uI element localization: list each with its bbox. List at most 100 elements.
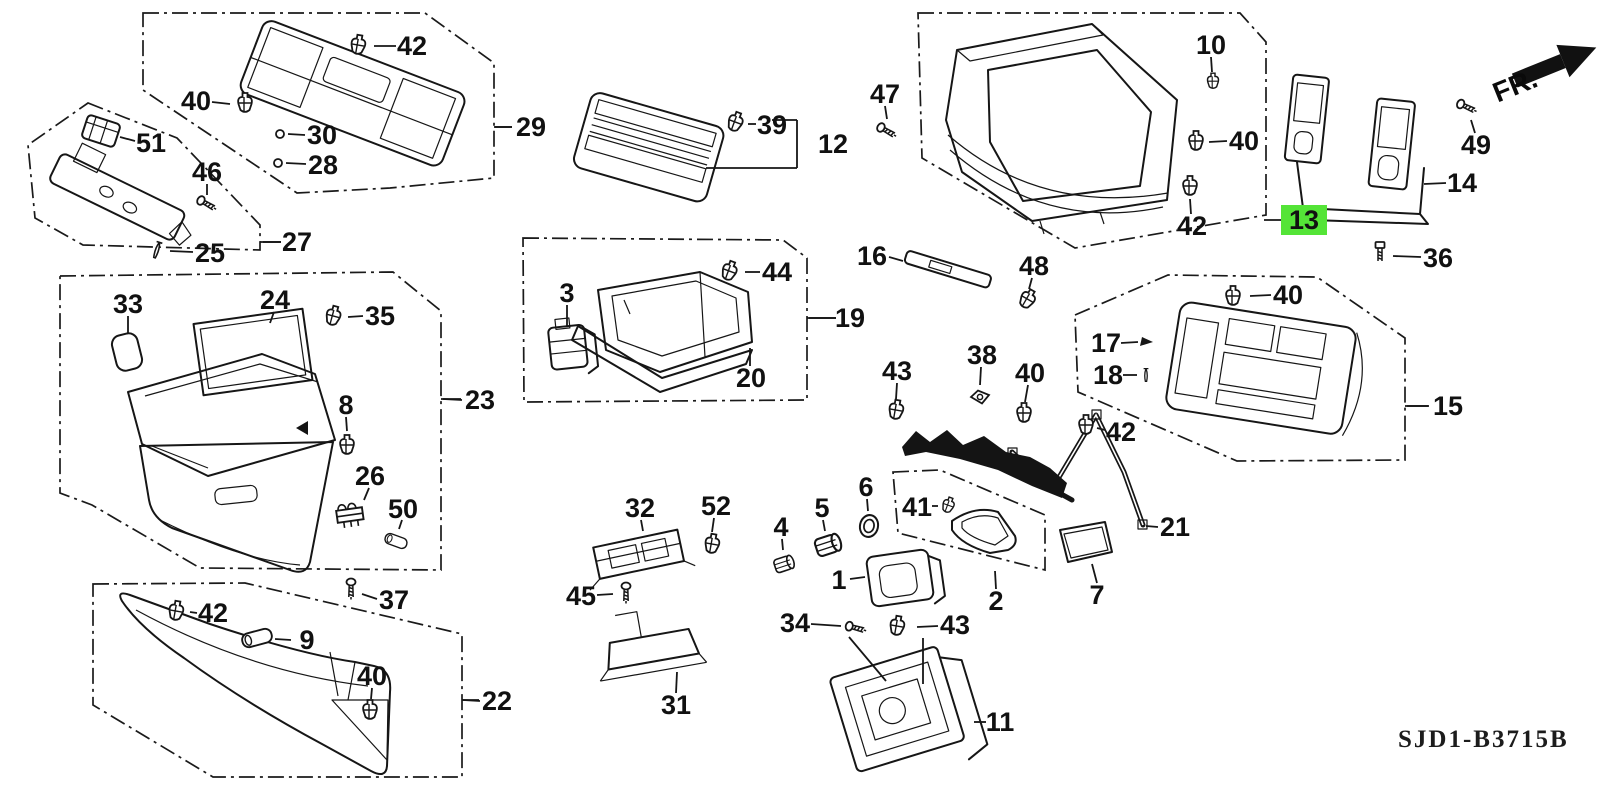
callout-39[interactable]: 39: [757, 110, 787, 140]
callout-16[interactable]: 16: [857, 241, 887, 271]
callout-6[interactable]: 6: [858, 472, 873, 502]
callout-11[interactable]: 11: [986, 707, 1015, 737]
callout-48[interactable]: 48: [1019, 251, 1049, 281]
callout-37[interactable]: 37: [379, 585, 409, 615]
callout-18[interactable]: 18: [1093, 360, 1123, 390]
callout-1[interactable]: 1: [831, 565, 846, 595]
sketch-bracket-27: [49, 142, 192, 246]
clip-icon-part-52: [702, 532, 722, 555]
screw-icon-part-37: [345, 577, 357, 601]
leader-line-7: [1091, 563, 1098, 584]
callout-40[interactable]: 40: [181, 86, 211, 116]
callout-42[interactable]: 42: [397, 31, 427, 61]
leader-line-40: [370, 687, 373, 700]
screw-icon-part-45: [620, 581, 632, 605]
callout-49[interactable]: 49: [1461, 130, 1491, 160]
leader-line-21: [1145, 525, 1159, 528]
screw-icon-part-47: [874, 120, 900, 142]
sketch-lighter-panel-1: [865, 548, 946, 608]
sketch-lower-cover-22: [119, 592, 392, 776]
leader-line-48: [1028, 277, 1033, 290]
callout-43[interactable]: 43: [882, 356, 912, 386]
callout-9[interactable]: 9: [299, 625, 314, 655]
callout-31[interactable]: 31: [661, 690, 691, 720]
screw-icon-part-34: [843, 620, 869, 636]
callout-29[interactable]: 29: [516, 112, 546, 142]
callout-21[interactable]: 21: [1160, 512, 1190, 542]
callout-19[interactable]: 19: [835, 303, 865, 333]
leader-line-40: [1249, 294, 1272, 297]
callout-3[interactable]: 3: [559, 278, 574, 308]
screw-icon-part-49: [1454, 97, 1480, 117]
callout-41[interactable]: 41: [902, 492, 932, 522]
callout-13[interactable]: 13: [1289, 205, 1319, 235]
callout-40[interactable]: 40: [1273, 280, 1303, 310]
leader-line-30: [287, 133, 306, 136]
leader-line-4: [781, 538, 784, 551]
callout-42[interactable]: 42: [1177, 211, 1207, 241]
leader-line-40: [211, 101, 231, 105]
callout-24[interactable]: 24: [260, 285, 290, 315]
callout-40[interactable]: 40: [357, 661, 387, 691]
leader-line-42: [1096, 427, 1106, 431]
callout-7[interactable]: 7: [1089, 580, 1104, 610]
callout-40[interactable]: 40: [1229, 126, 1259, 156]
sketch-vent-assembly-29: [239, 20, 466, 167]
callout-36[interactable]: 36: [1423, 243, 1453, 273]
callout-10[interactable]: 10: [1196, 30, 1226, 60]
sketch-bracket-32: [589, 528, 696, 591]
link-34-11: [848, 636, 887, 682]
clip-icon-part-40: [362, 699, 378, 720]
callout-12[interactable]: 12: [818, 129, 848, 159]
callout-34[interactable]: 34: [780, 608, 810, 638]
callout-35[interactable]: 35: [365, 301, 395, 331]
sketch-vent-grille-12: [572, 92, 725, 203]
callout-5[interactable]: 5: [814, 493, 829, 523]
sketch-pocket-lid-2: [951, 508, 1017, 554]
callout-30[interactable]: 30: [307, 120, 337, 150]
callout-51[interactable]: 51: [136, 128, 166, 158]
sketch-heater-panel-15: [1165, 301, 1363, 437]
callout-8[interactable]: 8: [338, 390, 353, 420]
callout-50[interactable]: 50: [388, 494, 418, 524]
leader-line-45: [596, 593, 614, 596]
callout-44[interactable]: 44: [762, 257, 792, 287]
clip-icon-part-10: [1206, 72, 1220, 90]
fastener-glyphs: [150, 33, 1480, 720]
clip-icon-part-44: [718, 258, 741, 283]
diagram-code: SJD1-B3715B: [1398, 726, 1569, 753]
callout-33[interactable]: 33: [113, 289, 143, 319]
callout-38[interactable]: 38: [967, 340, 997, 370]
callout-42[interactable]: 42: [1106, 417, 1136, 447]
callout-27[interactable]: 27: [282, 227, 312, 257]
callout-4[interactable]: 4: [773, 512, 788, 542]
callout-40[interactable]: 40: [1015, 358, 1045, 388]
callout-23[interactable]: 23: [465, 385, 495, 415]
callout-26[interactable]: 26: [355, 461, 385, 491]
callout-25[interactable]: 25: [195, 238, 225, 268]
callout-2[interactable]: 2: [988, 586, 1003, 616]
callout-46[interactable]: 46: [192, 157, 222, 187]
callout-32[interactable]: 32: [625, 493, 655, 523]
leader-line-36: [1392, 255, 1422, 258]
callout-42[interactable]: 42: [198, 598, 228, 628]
callout-28[interactable]: 28: [308, 150, 338, 180]
callout-14[interactable]: 14: [1447, 168, 1477, 198]
callout-20[interactable]: 20: [736, 363, 766, 393]
callout-17[interactable]: 17: [1091, 328, 1121, 358]
callout-43[interactable]: 43: [940, 610, 970, 640]
sketch-tray-20: [571, 271, 753, 393]
callout-52[interactable]: 52: [701, 491, 731, 521]
bracket-12: [706, 119, 798, 169]
wedge-icon-part-17: [1140, 337, 1153, 346]
leader-line-34: [810, 623, 842, 627]
fr-direction-arrow: [1511, 44, 1597, 88]
leader-lines: [119, 45, 1476, 723]
bolt-icon-part-36: [1374, 241, 1386, 262]
callout-45[interactable]: 45: [566, 581, 596, 611]
callout-47[interactable]: 47: [870, 79, 900, 109]
callout-15[interactable]: 15: [1433, 391, 1463, 421]
leader-line-17: [1120, 341, 1139, 344]
callout-22[interactable]: 22: [482, 686, 512, 716]
clip-icon-part-48: [1016, 286, 1040, 312]
